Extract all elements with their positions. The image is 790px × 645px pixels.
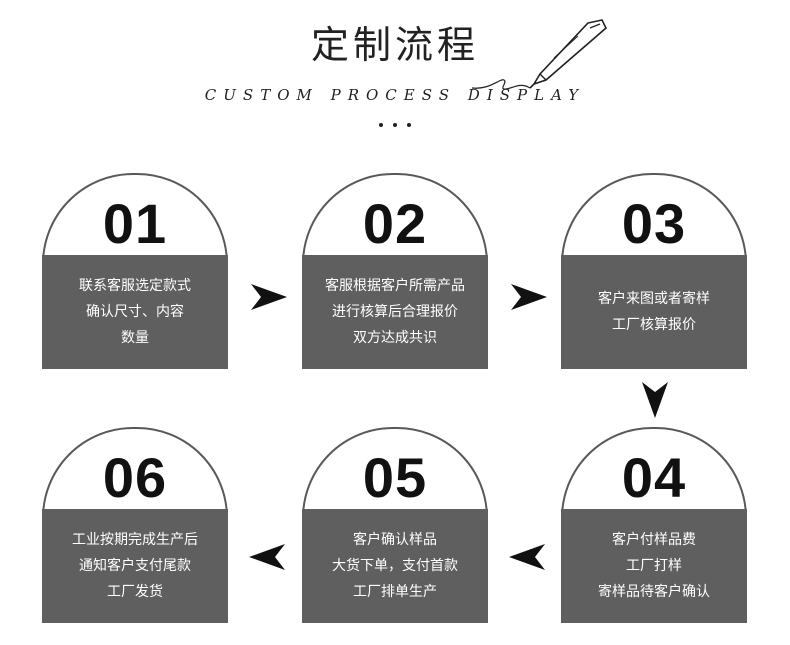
step-number: 05 xyxy=(362,446,428,509)
step-description: 客户确认样品 大货下单，支付首款 工厂排单生产 xyxy=(302,509,488,623)
step-line: 工厂发货 xyxy=(107,584,163,600)
step-number: 01 xyxy=(102,192,168,255)
step-number: 06 xyxy=(102,446,168,509)
step-02: 02 客服根据客户所需产品 进行核算后合理报价 双方达成共识 xyxy=(302,173,488,369)
step-03: 03 客户来图或者寄样 工厂核算报价 xyxy=(561,173,747,369)
step-line: 通知客户支付尾款 xyxy=(79,558,191,574)
step-line: 工厂核算报价 xyxy=(612,317,696,333)
step-line: 客户来图或者寄样 xyxy=(598,291,710,307)
step-number: 02 xyxy=(362,192,428,255)
step-line: 客服根据客户所需产品 xyxy=(325,278,465,294)
step-line: 进行核算后合理报价 xyxy=(332,304,458,320)
step-06: 06 工业按期完成生产后 通知客户支付尾款 工厂发货 xyxy=(42,427,228,623)
arrow-right-icon xyxy=(511,284,547,310)
step-line: 联系客服选定款式 xyxy=(79,278,191,294)
page-title: 定制流程 xyxy=(310,23,479,67)
step-line: 客户确认样品 xyxy=(353,532,437,548)
decorative-dots xyxy=(375,120,415,130)
step-description: 联系客服选定款式 确认尺寸、内容 数量 xyxy=(42,255,228,369)
step-number: 04 xyxy=(621,446,687,509)
step-line: 双方达成共识 xyxy=(353,330,437,346)
step-description: 客户付样品费 工厂打样 寄样品待客户确认 xyxy=(561,509,747,623)
step-description: 客户来图或者寄样 工厂核算报价 xyxy=(561,255,747,369)
dot xyxy=(379,123,383,127)
arrow-left-icon xyxy=(249,544,285,570)
step-description: 工业按期完成生产后 通知客户支付尾款 工厂发货 xyxy=(42,509,228,623)
step-04: 04 客户付样品费 工厂打样 寄样品待客户确认 xyxy=(561,427,747,623)
step-01: 01 联系客服选定款式 确认尺寸、内容 数量 xyxy=(42,173,228,369)
step-line: 客户付样品费 xyxy=(612,532,696,548)
arrow-left-icon xyxy=(509,544,545,570)
arrow-right-icon xyxy=(251,284,287,310)
step-line: 大货下单，支付首款 xyxy=(332,558,458,574)
step-number: 03 xyxy=(621,192,687,255)
step-line: 确认尺寸、内容 xyxy=(86,304,184,320)
step-line: 工厂打样 xyxy=(626,558,682,574)
step-description: 客服根据客户所需产品 进行核算后合理报价 双方达成共识 xyxy=(302,255,488,369)
step-line: 寄样品待客户确认 xyxy=(598,584,710,600)
page-subtitle: CUSTOM PROCESS DISPLAY xyxy=(204,86,586,104)
step-line: 数量 xyxy=(121,330,149,346)
step-line: 工业按期完成生产后 xyxy=(72,532,198,548)
dot xyxy=(407,123,411,127)
step-05: 05 客户确认样品 大货下单，支付首款 工厂排单生产 xyxy=(302,427,488,623)
pen-icon xyxy=(471,19,607,90)
step-line: 工厂排单生产 xyxy=(353,584,437,600)
arrow-down-icon xyxy=(642,382,668,418)
dot xyxy=(393,123,397,127)
